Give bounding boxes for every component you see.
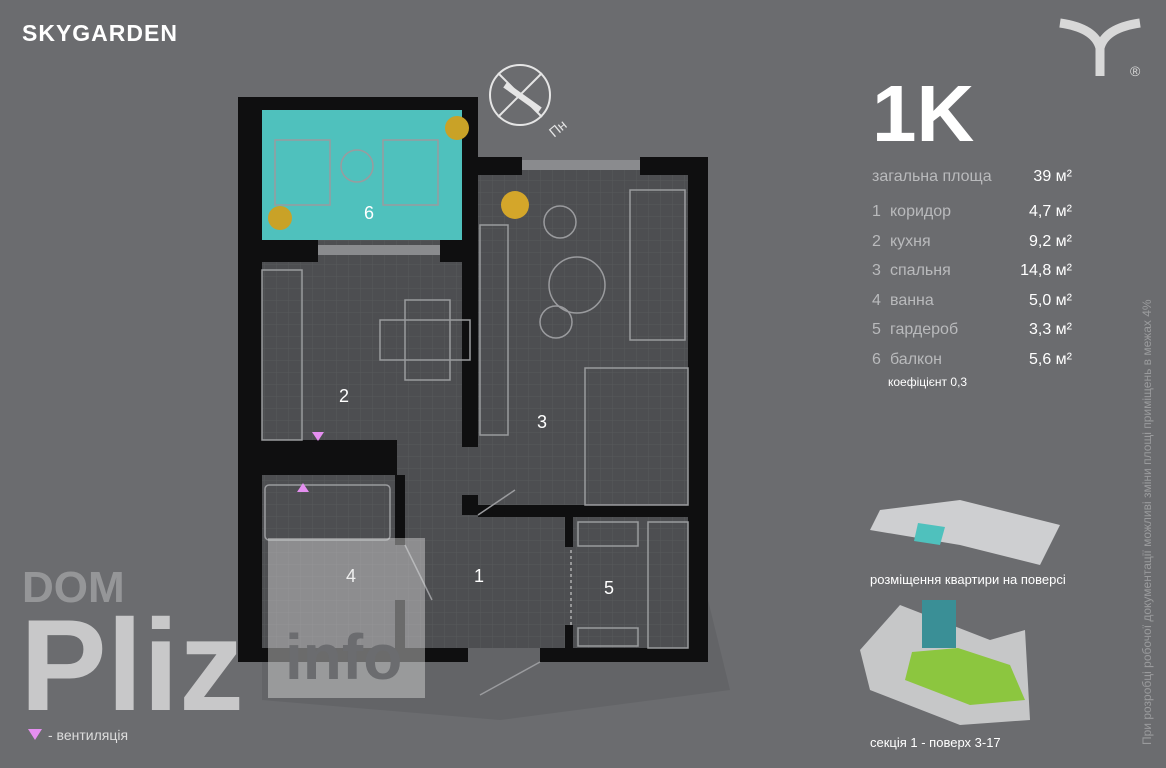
compass-icon: Пн	[489, 64, 570, 140]
room-area: 3,3 м²	[1028, 321, 1072, 338]
svg-text:Пн: Пн	[546, 116, 570, 140]
room-label-6: 6	[364, 203, 375, 223]
room-area: 5,0 м²	[1028, 291, 1072, 309]
floor-caption: розміщення квартири на поверсі	[870, 572, 1066, 587]
brand-logo: SKYGARDEN	[22, 20, 178, 46]
room-name: балкон	[890, 350, 942, 368]
watermark-dom: DOM	[22, 563, 125, 612]
room-row: 2 кухня 9,2 м²	[872, 233, 1072, 251]
coefficient: коефіцієнт 0,3	[888, 375, 968, 389]
room-row: 6 балкон 5,6 м²	[872, 351, 1072, 369]
room-number: 5	[872, 321, 881, 338]
room-name: коридор	[890, 203, 952, 220]
watermark-pliz: Pliz	[20, 592, 244, 738]
developer-logo-icon: ®	[1059, 18, 1141, 79]
room-name: гардероб	[890, 321, 959, 338]
total-area-label: загальна площа	[872, 168, 992, 185]
room-label-4: 4	[346, 566, 357, 586]
room-area: 5,6 м²	[1028, 350, 1072, 368]
apartment-type: 1K	[872, 69, 975, 158]
room-row: 5 гардероб 3,3 м²	[872, 321, 1072, 339]
room-number: 2	[872, 232, 881, 250]
vent-legend-label: - вентиляція	[48, 727, 129, 743]
room-area: 4,7 м²	[1028, 203, 1072, 220]
room-number: 4	[872, 291, 881, 309]
room-label-5: 5	[604, 578, 615, 598]
room-name: спальня	[890, 262, 951, 279]
room-row: 4 ванна 5,0 м²	[872, 292, 1072, 310]
total-area-value: 39 м²	[1033, 168, 1072, 185]
plant-icon	[501, 191, 529, 219]
building-section-diagram	[860, 600, 1030, 725]
total-area-row: загальна площа 39 м²	[872, 168, 1072, 186]
room-number: 6	[872, 350, 881, 368]
room-label-3: 3	[537, 412, 548, 432]
room-label-1: 1	[474, 566, 485, 586]
vent-icon	[297, 483, 309, 492]
room-area: 14,8 м²	[1020, 262, 1072, 279]
vent-legend-icon	[28, 729, 42, 740]
balcony-area	[262, 110, 470, 240]
walls	[238, 97, 708, 662]
room-row: 3 спальня 14,8 м²	[872, 262, 1072, 280]
plant-icon	[268, 206, 292, 230]
watermark-info: info	[285, 621, 403, 693]
room-name: кухня	[890, 232, 931, 250]
room-number: 1	[872, 203, 881, 220]
floor-location-diagram	[870, 500, 1060, 565]
plant-icon	[445, 116, 469, 140]
section-caption: секція 1 - поверх 3-17	[870, 735, 1001, 750]
room-area: 9,2 м²	[1028, 232, 1072, 250]
furniture	[261, 139, 689, 696]
svg-text:®: ®	[1130, 63, 1141, 79]
room-row: 1 коридор 4,7 м²	[872, 203, 1072, 221]
watermark-box	[268, 538, 425, 698]
room-label-2: 2	[339, 386, 350, 406]
room-name: ванна	[890, 291, 934, 309]
room-number: 3	[872, 262, 881, 279]
vent-icon	[312, 432, 324, 441]
